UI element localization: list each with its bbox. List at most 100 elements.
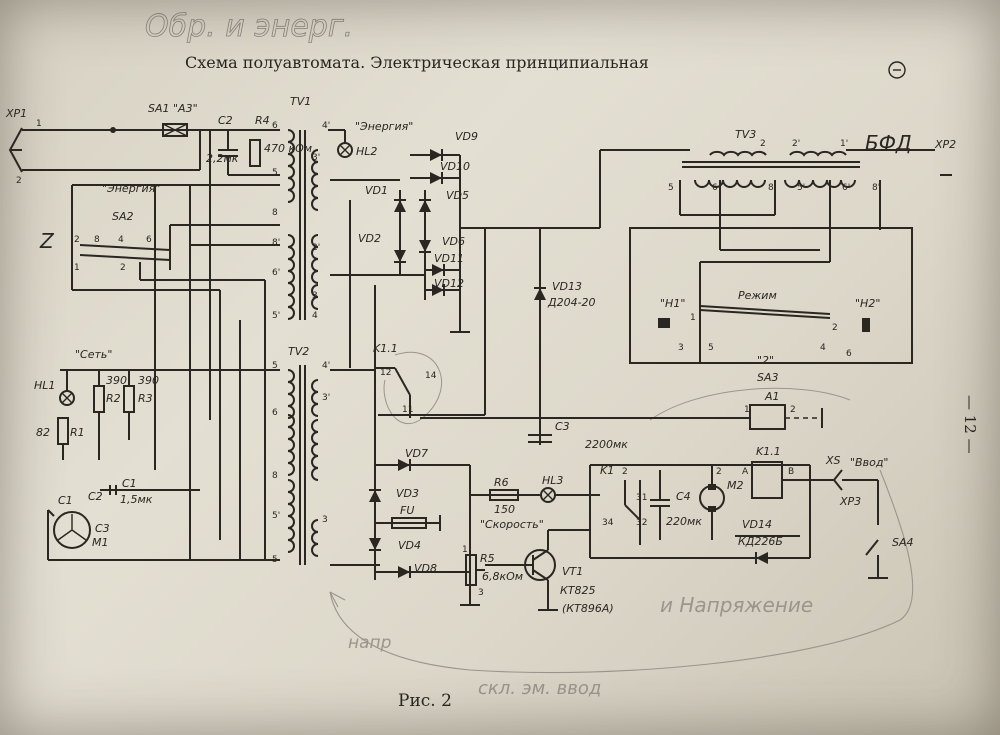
- svg-text:6: 6: [272, 121, 278, 131]
- svg-text:C3: C3: [555, 420, 570, 433]
- pencil-loop: [329, 469, 914, 674]
- svg-text:VD4: VD4: [398, 539, 421, 552]
- svg-text:"Ввод": "Ввод": [850, 456, 888, 469]
- connector-xs-xp3: XS "Ввод" XP3: [825, 454, 888, 525]
- svg-text:2: 2: [790, 405, 796, 415]
- svg-text:4: 4: [312, 311, 318, 321]
- lamp-hl3: HL3: [540, 474, 600, 503]
- svg-text:VD6: VD6: [442, 235, 465, 248]
- svg-text:2: 2: [716, 467, 722, 477]
- network-indicator-group: "Сеть" HL1 R1 82 R2 390 R3 390: [34, 348, 280, 460]
- capacitor-c2: C2 2,2мк: [206, 114, 239, 175]
- diode-vd10: VD10: [410, 160, 470, 184]
- svg-text:31: 31: [636, 493, 647, 503]
- svg-text:КТ825: КТ825: [560, 584, 596, 597]
- page-number: — 12 —: [961, 395, 979, 454]
- page-title: Схема полуавтомата. Электрическая принци…: [185, 53, 649, 72]
- svg-text:2': 2': [312, 243, 320, 253]
- svg-text:1': 1': [840, 139, 848, 149]
- svg-text:6: 6: [272, 408, 278, 418]
- svg-text:M1: M1: [92, 536, 109, 549]
- svg-text:8: 8: [272, 208, 278, 218]
- transistor-vt1: VT1 КТ825 (КТ896А): [485, 529, 614, 615]
- svg-text:R5: R5: [480, 552, 495, 565]
- capacitor-c3-big: C3 2200мк: [528, 420, 628, 451]
- svg-text:4: 4: [820, 343, 826, 353]
- svg-text:"2": "2": [757, 354, 774, 367]
- diode-vd12: VD12: [425, 277, 464, 296]
- diode-vd5: VD5: [446, 189, 469, 202]
- svg-text:2: 2: [760, 139, 766, 149]
- svg-text:2200мк: 2200мк: [585, 438, 628, 451]
- svg-text:3: 3: [678, 343, 684, 353]
- svg-text:5: 5: [708, 343, 714, 353]
- pencil-note-top: Обр. и энерг.: [145, 9, 353, 44]
- svg-text:2': 2': [792, 139, 800, 149]
- svg-text:VD7: VD7: [405, 447, 428, 460]
- svg-text:XP1: XP1: [5, 107, 27, 120]
- svg-text:34: 34: [602, 518, 614, 528]
- svg-text:R1: R1: [70, 426, 85, 439]
- svg-text:8: 8: [272, 471, 278, 481]
- svg-text:5': 5': [272, 311, 280, 321]
- handwritten-bfd: БФД: [865, 131, 912, 155]
- diode-vd11: VD11: [425, 252, 464, 276]
- svg-text:3: 3: [312, 291, 318, 301]
- transformer-tv2: TV2 56 85' 54' 3'3: [272, 345, 330, 565]
- lamp-hl2: HL2 "Энергия": [337, 120, 413, 158]
- svg-text:TV1: TV1: [290, 95, 311, 108]
- svg-text:XS: XS: [825, 454, 841, 467]
- svg-text:"Н2": "Н2": [855, 297, 880, 310]
- svg-text:(КТ896А): (КТ896А): [562, 602, 614, 615]
- svg-text:K1.1: K1.1: [373, 342, 398, 355]
- plug-xp1: XP1 12: [5, 107, 200, 186]
- svg-text:VD5: VD5: [446, 189, 469, 202]
- diode-vd13: VD13 Д204-20: [534, 228, 596, 445]
- svg-text:B: B: [788, 467, 794, 477]
- svg-text:2: 2: [622, 467, 628, 477]
- svg-text:1,5мк: 1,5мк: [120, 493, 153, 506]
- switch-sa4: SA4: [865, 536, 914, 579]
- pencil-note-right: и Напряжение: [660, 593, 813, 617]
- svg-text:1: 1: [36, 119, 42, 129]
- pencil-note-bottom: скл. эм. ввод: [478, 678, 601, 699]
- svg-text:K1.1: K1.1: [756, 445, 781, 458]
- svg-text:32: 32: [636, 518, 647, 528]
- svg-text:VD12: VD12: [434, 277, 464, 290]
- circle-mark: [888, 61, 906, 79]
- svg-text:C2: C2: [218, 114, 233, 127]
- svg-text:1: 1: [744, 405, 750, 415]
- svg-text:5': 5': [272, 511, 280, 521]
- svg-text:КД226Б: КД226Б: [738, 535, 783, 548]
- svg-text:VD1: VD1: [365, 184, 388, 197]
- svg-text:6': 6': [842, 183, 850, 193]
- diode-vd14: VD14 КД226Б: [735, 518, 810, 564]
- svg-text:11: 11: [402, 405, 413, 415]
- svg-text:"Энергия": "Энергия": [355, 120, 413, 133]
- svg-text:VD2: VD2: [358, 232, 381, 245]
- diode-vd4: VD4: [369, 538, 421, 552]
- svg-text:6: 6: [846, 349, 852, 359]
- resistor-r4: R4 470 кОм: [249, 114, 312, 167]
- svg-text:C4: C4: [676, 490, 691, 503]
- svg-text:VD9: VD9: [455, 130, 478, 143]
- svg-text:390: 390: [138, 374, 159, 387]
- svg-text:6: 6: [712, 183, 718, 193]
- svg-text:Режим: Режим: [738, 289, 777, 302]
- svg-text:SA2: SA2: [112, 210, 134, 223]
- svg-text:VD11: VD11: [434, 252, 464, 265]
- diode-vd6: VD6: [419, 199, 465, 253]
- svg-text:VT1: VT1: [562, 565, 583, 578]
- pencil-note-left: напр: [348, 633, 392, 653]
- svg-text:R3: R3: [138, 392, 153, 405]
- svg-text:VD13: VD13: [552, 280, 582, 293]
- capacitor-c1: C1 1,5мк: [100, 477, 200, 506]
- svg-text:XP2: XP2: [934, 138, 956, 151]
- svg-text:3: 3: [322, 515, 328, 525]
- svg-text:XP3: XP3: [839, 495, 861, 508]
- svg-text:"Сеть": "Сеть": [75, 348, 112, 361]
- svg-text:Д204-20: Д204-20: [547, 296, 596, 309]
